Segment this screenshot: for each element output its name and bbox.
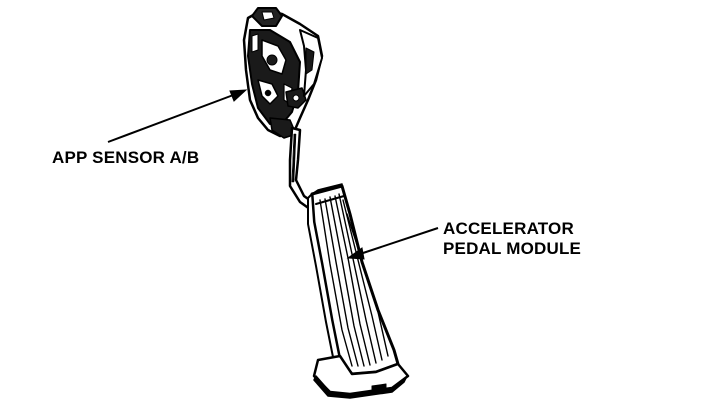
pedal-module-label: ACCELERATOR PEDAL MODULE [443, 219, 581, 259]
app-sensor-label: APP SENSOR A/B [52, 148, 200, 167]
pedal-leader-line [359, 227, 439, 255]
pedal-module-label-line2: PEDAL MODULE [443, 239, 582, 258]
pedal-pad [307, 183, 400, 376]
sensor-leader-line [107, 93, 237, 143]
pedal-module-label-line1: ACCELERATOR [443, 219, 574, 238]
leader-lines [107, 89, 439, 260]
pedal-base-plate [312, 354, 410, 399]
sensor-leader-arrowhead [229, 89, 248, 102]
app-sensor-assembly [242, 7, 324, 139]
pedal-leader-arrowhead [346, 247, 365, 260]
